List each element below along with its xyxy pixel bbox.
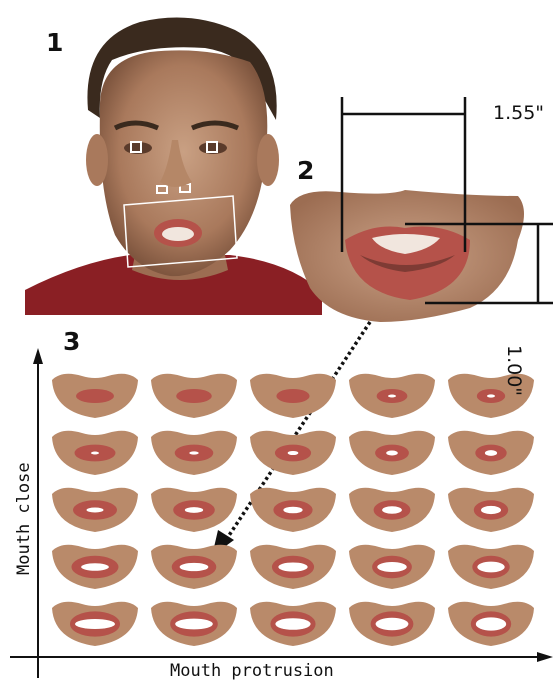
mouth-thumbnail-r1-c1 bbox=[52, 374, 138, 418]
mouth-thumbnail-r3-c2 bbox=[151, 488, 237, 532]
panel-3-label: 3 bbox=[63, 327, 80, 356]
mouth-thumbnail-r5-c3 bbox=[250, 602, 336, 646]
mouth-thumbnail-r4-c2 bbox=[151, 545, 237, 589]
mouth-thumbnail-r3-c4 bbox=[349, 488, 435, 532]
mouth-thumbnail-r5-c4 bbox=[349, 602, 435, 646]
mouth-thumbnail-r3-c5 bbox=[448, 488, 534, 532]
mouth-thumbnail-r2-c5 bbox=[448, 431, 534, 475]
height-measurement-label: 1.00" bbox=[503, 345, 525, 396]
y-axis-label: Mouth close bbox=[14, 462, 34, 575]
mouth-thumbnail-r2-c1 bbox=[52, 431, 138, 475]
mouth-thumbnail-r4-c1 bbox=[52, 545, 138, 589]
mouth-thumbnail-r2-c3 bbox=[250, 431, 336, 475]
x-axis-label: Mouth protrusion bbox=[170, 661, 334, 681]
mouth-thumbnail-r2-c2 bbox=[151, 431, 237, 475]
panel-1-label: 1 bbox=[46, 28, 63, 57]
mouth-thumbnail-r3-c1 bbox=[52, 488, 138, 532]
y-axis-arrowhead bbox=[33, 348, 43, 364]
mouth-thumbnail-r4-c3 bbox=[250, 545, 336, 589]
mouth-thumbnail-r4-c4 bbox=[349, 545, 435, 589]
mouth-thumbnail-r1-c3 bbox=[250, 374, 336, 418]
mouth-thumbnail-r5-c2 bbox=[151, 602, 237, 646]
mouth-grid bbox=[52, 374, 534, 646]
mouth-thumbnail-r5-c1 bbox=[52, 602, 138, 646]
width-measurement-label: 1.55" bbox=[493, 102, 544, 124]
x-axis-arrowhead bbox=[537, 652, 553, 662]
mouth-thumbnail-r5-c5 bbox=[448, 602, 534, 646]
mouth-thumbnail-r3-c3 bbox=[250, 488, 336, 532]
mouth-thumbnail-r1-c2 bbox=[151, 374, 237, 418]
mouth-thumbnail-r4-c5 bbox=[448, 545, 534, 589]
panel-2-label: 2 bbox=[297, 156, 314, 185]
mouth-thumbnail-r2-c4 bbox=[349, 431, 435, 475]
mouth-thumbnail-r1-c4 bbox=[349, 374, 435, 418]
